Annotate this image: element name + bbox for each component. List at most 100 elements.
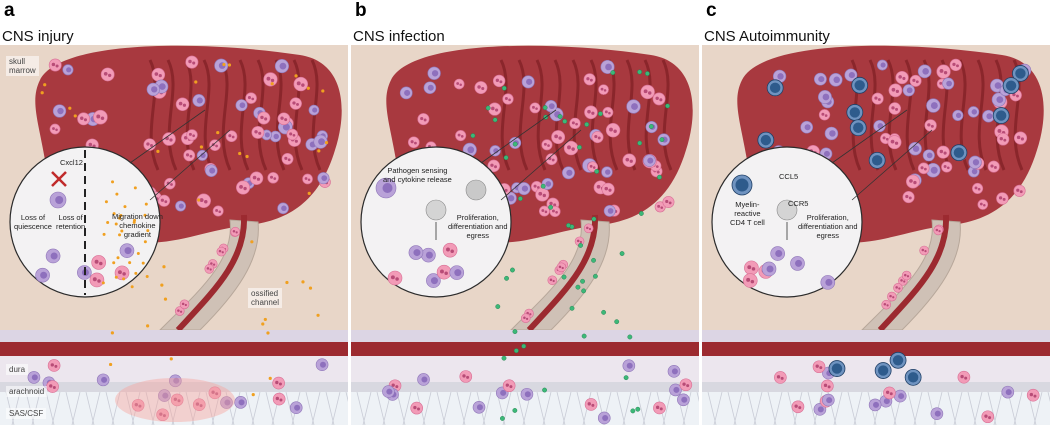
arachnoid-layer bbox=[702, 382, 1050, 392]
pathogen-dot bbox=[548, 204, 553, 210]
t-cell-nucleus bbox=[735, 178, 749, 192]
neutrophil bbox=[640, 84, 655, 100]
inset-migration: Migration down chemokine gradient bbox=[112, 212, 163, 239]
neutrophil-nucleus bbox=[504, 96, 508, 100]
neutrophil-nucleus bbox=[576, 239, 580, 243]
neutrophil bbox=[941, 161, 953, 173]
neutrophil-nucleus bbox=[159, 412, 163, 416]
sinusoid bbox=[238, 59, 250, 171]
chemokine-dot bbox=[222, 62, 226, 67]
neutrophil-nucleus bbox=[535, 107, 538, 110]
neutrophil-nucleus bbox=[218, 210, 222, 214]
neutrophil-nucleus bbox=[273, 177, 277, 180]
neutrophil-nucleus bbox=[586, 77, 590, 81]
neutrophil bbox=[442, 242, 458, 258]
monocyte-nucleus bbox=[602, 414, 609, 421]
neutrophil bbox=[569, 117, 581, 130]
neutrophil bbox=[302, 173, 313, 185]
neutrophil bbox=[183, 149, 196, 162]
monocyte-nucleus bbox=[238, 399, 245, 406]
neutrophil-nucleus bbox=[218, 249, 222, 253]
neutrophil-nucleus bbox=[446, 247, 450, 252]
neutrophil-nucleus bbox=[913, 180, 917, 185]
neutrophil-nucleus bbox=[296, 102, 299, 106]
neutrophil-nucleus bbox=[178, 101, 183, 106]
neutrophil-nucleus bbox=[549, 278, 553, 282]
neutrophil-nucleus bbox=[895, 89, 900, 94]
neutrophil-nucleus bbox=[890, 139, 895, 144]
neutrophil-nucleus bbox=[292, 101, 296, 105]
chemokine-gradient-dot bbox=[134, 271, 138, 275]
pathogen-dot bbox=[637, 69, 642, 75]
pathogen-dot bbox=[577, 144, 582, 150]
neutrophil-nucleus bbox=[920, 166, 924, 170]
neutrophil-nucleus bbox=[551, 158, 555, 162]
neutrophil-nucleus bbox=[659, 98, 663, 102]
monocyte-nucleus bbox=[877, 123, 884, 129]
neutrophil-nucleus bbox=[269, 175, 274, 179]
neutrophil-nucleus bbox=[603, 89, 607, 92]
neutrophil bbox=[556, 262, 567, 273]
neutrophil bbox=[818, 109, 831, 121]
monocyte-nucleus bbox=[151, 86, 158, 93]
neutrophil-nucleus bbox=[823, 383, 828, 388]
neutrophil bbox=[192, 398, 206, 412]
chemokine-dot bbox=[250, 240, 254, 244]
neutrophil-nucleus bbox=[181, 302, 185, 306]
monocyte-nucleus bbox=[795, 259, 803, 267]
neutrophil-nucleus bbox=[815, 364, 819, 368]
neutrophil-nucleus bbox=[289, 132, 293, 136]
pathogen-dot bbox=[638, 211, 644, 216]
neutrophil bbox=[417, 113, 430, 126]
chemokine-dot bbox=[245, 154, 249, 159]
neutrophil-nucleus bbox=[588, 227, 592, 231]
neutrophil-nucleus bbox=[417, 407, 421, 411]
inset-loss-quiescence: Loss of quiescence bbox=[14, 213, 52, 231]
neutrophil-nucleus bbox=[900, 279, 903, 282]
inset-connector bbox=[480, 109, 557, 164]
monocyte-nucleus bbox=[971, 168, 978, 175]
neutrophil-nucleus bbox=[92, 277, 97, 282]
neutrophil-nucleus bbox=[903, 280, 906, 283]
neutrophil-nucleus bbox=[746, 277, 751, 282]
chemokine-dot bbox=[216, 130, 220, 135]
neutrophil-nucleus bbox=[444, 271, 448, 275]
neutrophil-nucleus bbox=[466, 375, 470, 379]
neutrophil-nucleus bbox=[939, 69, 944, 73]
neutrophil bbox=[584, 105, 598, 120]
inset-ligand: CCL5 bbox=[779, 172, 799, 181]
neutrophil bbox=[924, 119, 937, 132]
chemokine-dot bbox=[162, 265, 166, 269]
neutrophil-nucleus bbox=[94, 259, 99, 264]
arachnoid-layer bbox=[351, 382, 699, 392]
neutrophil bbox=[46, 380, 59, 393]
neutrophil-nucleus bbox=[555, 210, 558, 214]
pathogen-dot bbox=[562, 118, 568, 124]
monocyte-nucleus bbox=[971, 109, 978, 115]
neutrophil-nucleus bbox=[895, 107, 899, 111]
neutrophil-nucleus bbox=[491, 106, 495, 111]
neutrophil bbox=[652, 92, 666, 106]
pathogen-dot bbox=[593, 273, 598, 279]
chemokine-gradient-dot bbox=[111, 180, 115, 184]
neutrophil-nucleus bbox=[902, 76, 906, 81]
neutrophil bbox=[289, 97, 302, 110]
neutrophil-nucleus bbox=[827, 385, 831, 389]
neutrophil bbox=[185, 55, 199, 69]
neutrophil bbox=[902, 191, 915, 204]
neutrophil bbox=[230, 226, 241, 237]
neutrophil-nucleus bbox=[459, 83, 462, 87]
neutrophil-nucleus bbox=[103, 71, 108, 76]
inset-tcell-label: Myelin- reactive CD4 T cell bbox=[730, 200, 765, 227]
neutrophil-nucleus bbox=[894, 141, 899, 145]
neutrophil bbox=[272, 376, 285, 390]
monocyte-nucleus bbox=[605, 169, 611, 175]
neutrophil-nucleus bbox=[108, 73, 112, 78]
inset-receptor: CCR5 bbox=[788, 199, 809, 208]
label-arachnoid: arachnoid bbox=[6, 386, 48, 397]
monocyte-nucleus bbox=[209, 167, 216, 174]
neutrophil bbox=[212, 205, 224, 217]
chemokine-dot bbox=[308, 286, 313, 290]
pathogen-dot bbox=[630, 408, 636, 414]
neutrophil-nucleus bbox=[192, 134, 195, 138]
